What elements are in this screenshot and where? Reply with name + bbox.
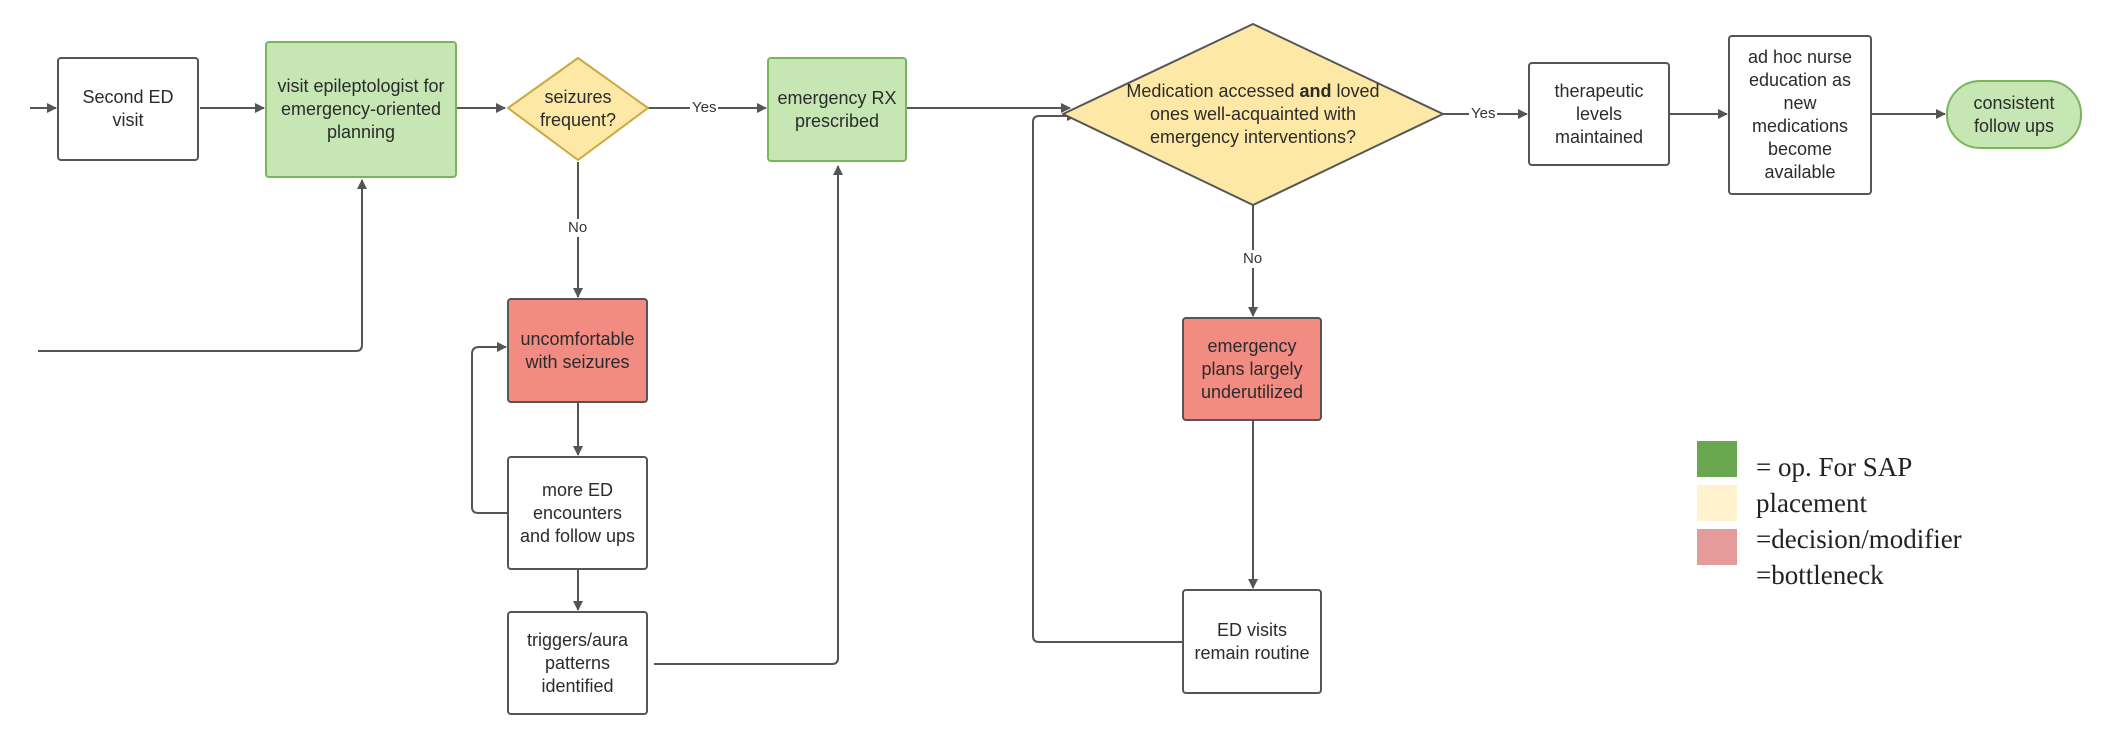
decision-seizures-frequent-shape [507, 57, 649, 161]
legend-text-yellow: placement [1756, 488, 1867, 518]
node-more-ed-encounters: more ED encounters and follow ups [507, 456, 648, 570]
node-ed-visits-routine: ED visits remain routine [1182, 589, 1322, 694]
bold-and: and [1299, 80, 1332, 101]
legend-text-red-1: =decision/modifier [1756, 524, 1962, 554]
node-emergency-plans: emergency plans largely underutilized [1182, 317, 1322, 421]
legend-text-red-2: =bottleneck [1756, 560, 1884, 590]
node-emergency-rx: emergency RX prescribed [767, 57, 907, 162]
edge-loop-to-epileptologist [38, 179, 367, 352]
node-consistent-follow-ups: consistent follow ups [1946, 80, 2082, 149]
decision-medication-shape [1062, 23, 1444, 206]
node-ad-hoc-nurse: ad hoc nurse education as new medication… [1728, 35, 1872, 195]
node-triggers: triggers/aura patterns identified [507, 611, 648, 715]
legend-text-green: = op. For SAP [1756, 452, 1913, 482]
edge-label-yes-2: Yes [1469, 105, 1498, 123]
node-medication-decision: Medication accessed and loved ones well-… [1126, 80, 1380, 147]
node-seizures-frequent: seizures frequent? [539, 87, 617, 130]
node-second-ed-visit: Second ED visit [57, 57, 199, 161]
legend-swatch-yellow [1697, 485, 1737, 521]
node-therapeutic-levels: therapeutic levels maintained [1528, 62, 1670, 166]
node-uncomfortable: uncomfortable with seizures [507, 298, 648, 403]
edge-label-yes-1: Yes [690, 99, 719, 117]
edge-more-ed-loop-back [471, 342, 508, 514]
edge-triggers-to-rx [654, 165, 843, 665]
legend-swatch-red [1697, 529, 1737, 565]
edge-label-no-2: No [1241, 250, 1265, 268]
legend-swatch-green [1697, 441, 1737, 477]
edge-ed-visits-loop-back [1032, 111, 1183, 643]
edge-label-no-1: No [566, 219, 590, 237]
node-visit-epileptologist: visit epileptologist for emergency-orien… [265, 41, 457, 178]
